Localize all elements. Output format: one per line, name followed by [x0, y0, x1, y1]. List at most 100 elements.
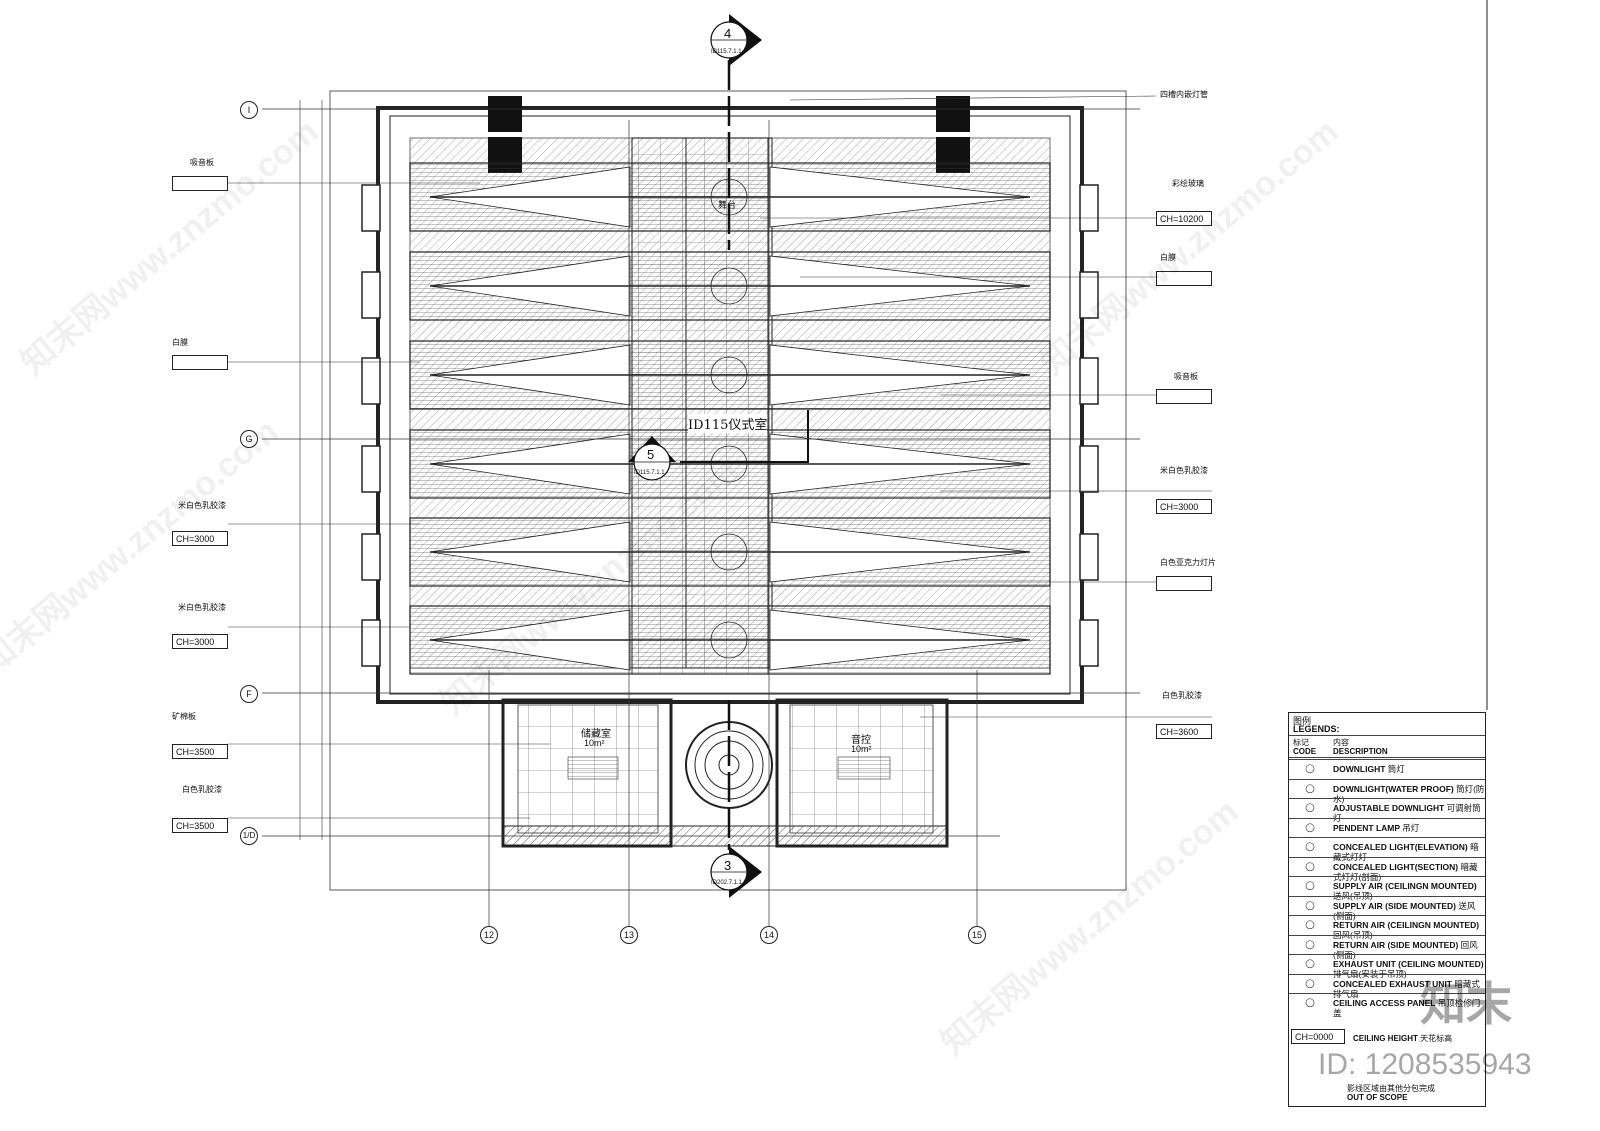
legend-symbol-icon: ◯	[1305, 958, 1315, 968]
axis-bubble-G: G	[240, 430, 258, 448]
axis-bubble-1D: 1/D	[240, 827, 258, 845]
legend-symbol-icon: ◯	[1305, 782, 1315, 793]
pendent-lamp-icon	[710, 356, 748, 394]
control-room-area: 10m²	[851, 744, 872, 754]
legend-item: ◯RETURN AIR (CEILINGN MOUNTED) 回风(吊顶)	[1289, 915, 1485, 940]
wall-pier	[361, 533, 381, 581]
wall-pier	[1079, 619, 1099, 667]
wall-pier	[361, 357, 381, 405]
right-note-3-text: 白膜	[1160, 253, 1176, 262]
pendent-lamp-icon	[710, 267, 748, 305]
legend-item-en: CONCEALED EXHAUST UNIT	[1333, 978, 1453, 989]
legend-item: ◯PENDENT LAMP 吊灯	[1289, 817, 1485, 839]
right-note-4-ch	[1156, 389, 1212, 404]
axis-bubble-13: 13	[620, 926, 638, 944]
section-mark-3-ref: ID202.7.1.1	[711, 880, 743, 886]
legend-item: ◯CONCEALED LIGHT(ELEVATION) 暗藏式灯灯	[1289, 837, 1485, 862]
legend-item: ◯SUPPLY AIR (CEILINGN MOUNTED) 送风(吊顶)	[1289, 876, 1485, 901]
storage-room-name: 储藏室	[581, 729, 611, 740]
legend-item-en: CONCEALED LIGHT(SECTION)	[1333, 861, 1459, 872]
right-note-2-ch: CH=10200	[1156, 211, 1212, 226]
right-note-1-text: 四槽内嵌灯管	[1160, 90, 1208, 99]
axis-bubble-14: 14	[760, 926, 778, 944]
left-note-1-ch	[172, 176, 228, 191]
left-note-1-text: 吸音板	[190, 158, 214, 167]
left-note-2-ch	[172, 355, 228, 370]
left-note-3-ch: CH=3000	[172, 531, 228, 546]
right-note-2-text: 彩绘玻璃	[1172, 179, 1204, 188]
pendent-lamp-icon	[710, 445, 748, 483]
right-note-7-ch: CH=3600	[1156, 724, 1212, 739]
legend-item-label: PENDENT LAMP 吊灯	[1333, 823, 1419, 833]
legend-item-en: EXHAUST UNIT (CEILING MOUNTED)	[1333, 959, 1484, 969]
section-mark-5-number: 5	[647, 447, 655, 462]
wall-pier	[1079, 445, 1099, 493]
legend-symbol-icon: ◯	[1305, 763, 1315, 773]
section-mark-4-number: 4	[724, 26, 732, 41]
left-note-4-text: 米白色乳胶漆	[178, 603, 226, 612]
brand-logo: 知末	[1420, 978, 1512, 1030]
axis-bubble-F: F	[240, 685, 258, 703]
legend-item-en: RETURN AIR (SIDE MOUNTED)	[1333, 939, 1459, 950]
legend-item-cn: 天花标高	[1420, 1034, 1453, 1043]
right-note-5-ch: CH=3000	[1156, 499, 1212, 514]
legend-item: ◯SUPPLY AIR (SIDE MOUNTED) 送风(侧面)	[1289, 895, 1485, 921]
right-note-6-text: 白色亚克力灯片	[1160, 558, 1216, 567]
room-name: ID115仪式室	[688, 414, 768, 433]
legend-symbol-icon: ◯	[1305, 841, 1315, 851]
legend-item-en: SUPPLY AIR (CEILINGN MOUNTED)	[1333, 881, 1477, 891]
wall-pier	[361, 619, 381, 667]
leader-line	[789, 95, 1157, 101]
axis-bubble-12: 12	[480, 926, 498, 944]
right-note-5-text: 米白色乳胶漆	[1160, 466, 1208, 475]
legend-item-en: ADJUSTABLE DOWNLIGHT	[1333, 803, 1445, 813]
left-note-6-text: 白色乳胶漆	[182, 785, 222, 794]
right-note-7-text: 白色乳胶漆	[1162, 691, 1202, 700]
wall-pier	[1079, 184, 1099, 232]
legend-scope-en: OUT OF SCOPE	[1347, 1093, 1408, 1102]
legend-item-cn: 筒灯	[1387, 764, 1405, 774]
legend-item: ◯DOWNLIGHT(WATER PROOF) 筒灯(防水)	[1289, 778, 1485, 804]
legend-panel: 图例 LEGENDS: 标记 CODE 内容 DESCRIPTION ◯DOWN…	[1288, 712, 1486, 1107]
legend-item-label: DOWNLIGHT 筒灯	[1333, 764, 1405, 774]
legend-divider	[1289, 757, 1485, 758]
legend-symbol-icon: ◯	[1305, 977, 1315, 988]
legend-item: ◯CEILING ACCESS PANEL 吊顶检修门盖	[1289, 993, 1485, 1018]
legend-item-en: CONCEALED LIGHT(ELEVATION)	[1333, 842, 1468, 852]
legend-item-label: CEILING ACCESS PANEL 吊顶检修门盖	[1333, 998, 1485, 1018]
legend-desc-cn: 内容	[1333, 738, 1349, 747]
wall-pier	[1079, 271, 1099, 319]
legend-divider	[1289, 735, 1485, 736]
image-id: ID: 1208535943	[1318, 1048, 1532, 1081]
legend-ch-code: CH=0000	[1291, 1029, 1345, 1044]
right-note-3-ch	[1156, 271, 1212, 286]
legend-symbol-icon: ◯	[1305, 880, 1315, 890]
wall-pier	[1079, 533, 1099, 581]
pendent-lamp-icon	[710, 621, 748, 659]
legend-title-en: LEGENDS:	[1293, 724, 1340, 734]
section-mark-4-ref: ID115.7.1.1	[711, 49, 742, 55]
legend-item-en: SUPPLY AIR (SIDE MOUNTED)	[1333, 900, 1456, 911]
control-room-name: 音控	[851, 735, 871, 746]
legend-symbol-icon: ◯	[1305, 919, 1315, 929]
right-note-4-text: 吸音板	[1174, 372, 1198, 381]
wall-pier	[361, 184, 381, 232]
legend-item-en: RETURN AIR (CEILINGN MOUNTED)	[1333, 920, 1480, 930]
left-note-6-ch: CH=3500	[172, 818, 228, 833]
legend-scope-cn: 影线区域由其他分包完成	[1347, 1084, 1435, 1093]
left-note-5-text: 矿棉板	[172, 712, 196, 721]
legend-item-en: DOWNLIGHT(WATER PROOF)	[1333, 783, 1454, 794]
section-mark-3-number: 3	[724, 858, 732, 873]
stage-label: 舞台	[718, 200, 737, 210]
left-note-2-text: 白膜	[172, 338, 188, 347]
legend-title-cn: 图例	[1293, 716, 1312, 726]
legend-item-en: CEILING HEIGHT	[1353, 1034, 1418, 1043]
legend-item-en: CEILING ACCESS PANEL	[1333, 998, 1436, 1008]
legend-item-label: CEILING HEIGHT 天花标高	[1353, 1033, 1452, 1044]
left-note-4-ch: CH=3000	[172, 634, 228, 649]
legend-item-cn: 吊顶检修门盖	[1333, 998, 1481, 1018]
legend-item-cn: 吊灯	[1402, 822, 1420, 833]
pendent-lamp-icon	[710, 533, 748, 571]
